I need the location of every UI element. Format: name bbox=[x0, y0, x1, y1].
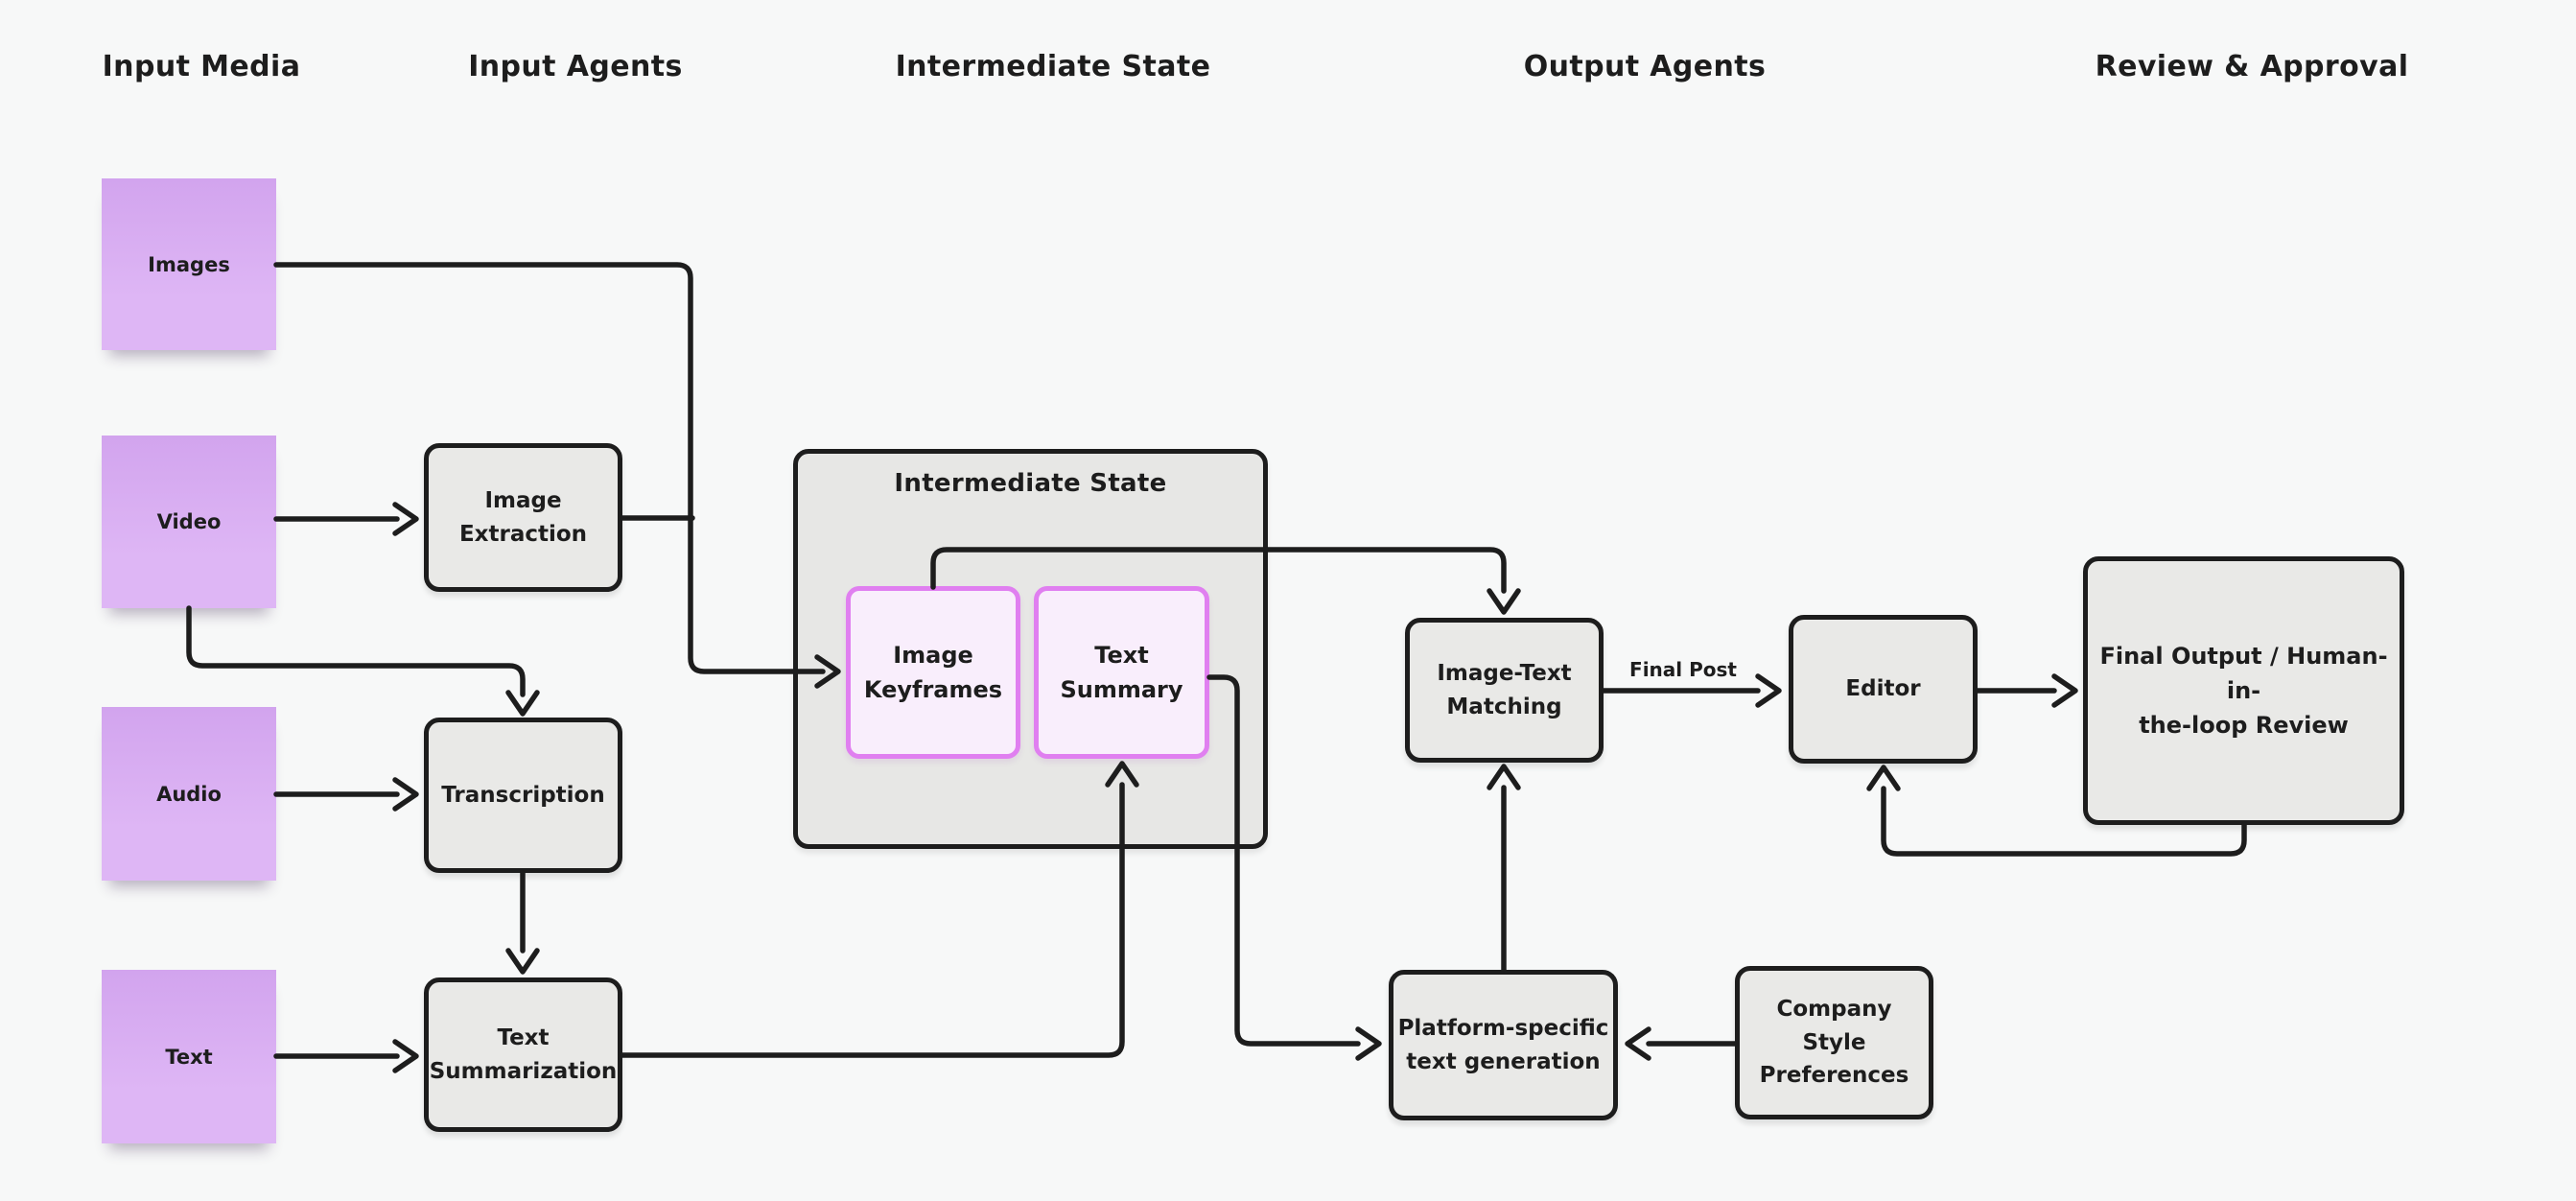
edge-label-final-post: Final Post bbox=[1629, 658, 1737, 681]
heading-input-media: Input Media bbox=[102, 50, 301, 83]
edge-images-to-image-keyframes[interactable] bbox=[273, 262, 841, 689]
sticky-video-label: Video bbox=[156, 510, 222, 533]
edge-video-to-image-extraction[interactable] bbox=[273, 502, 419, 536]
edge-image-keyframes-to-image-text-matching[interactable] bbox=[930, 547, 1521, 615]
node-platform-specific-text-generation[interactable]: Platform-specific text generation bbox=[1389, 970, 1618, 1120]
node-final-output-label: Final Output / Human-in- the-loop Review bbox=[2099, 643, 2388, 739]
edge-transcription-to-text-summarization[interactable] bbox=[505, 870, 540, 975]
node-company-style-preferences[interactable]: Company Style Preferences bbox=[1735, 966, 1933, 1119]
node-platform-specific-label: Platform-specific text generation bbox=[1397, 1016, 1609, 1074]
edge-text-summary-to-platform-specific[interactable] bbox=[1206, 674, 1382, 1061]
edge-company-style-to-platform-specific[interactable] bbox=[1625, 1026, 1738, 1061]
sticky-audio[interactable]: Audio bbox=[102, 707, 276, 881]
edge-final-output-to-editor[interactable] bbox=[1866, 765, 2247, 857]
node-transcription-label: Transcription bbox=[441, 782, 605, 808]
node-editor[interactable]: Editor bbox=[1789, 615, 1978, 764]
node-text-summarization[interactable]: Text Summarization bbox=[424, 977, 622, 1132]
edge-image-text-matching-to-editor[interactable] bbox=[1601, 673, 1782, 708]
sticky-text[interactable]: Text bbox=[102, 970, 276, 1143]
edge-editor-to-final-output[interactable] bbox=[1975, 673, 2078, 708]
sticky-audio-label: Audio bbox=[156, 782, 222, 806]
edge-platform-specific-to-image-text-matching[interactable] bbox=[1487, 764, 1521, 973]
node-transcription[interactable]: Transcription bbox=[424, 718, 622, 873]
sticky-text-label: Text bbox=[165, 1045, 213, 1069]
node-text-summary-label: Text Summary bbox=[1060, 642, 1183, 703]
node-image-keyframes-label: Image Keyframes bbox=[863, 642, 1003, 703]
sticky-images-label: Images bbox=[148, 252, 230, 276]
sticky-video[interactable]: Video bbox=[102, 436, 276, 608]
node-image-text-matching[interactable]: Image-Text Matching bbox=[1405, 618, 1604, 763]
node-image-extraction-label: Image Extraction bbox=[458, 488, 588, 547]
node-image-extraction[interactable]: Image Extraction bbox=[424, 443, 622, 592]
intermediate-state-container-label: Intermediate State bbox=[894, 469, 1167, 498]
heading-intermediate-state: Intermediate State bbox=[895, 50, 1211, 83]
edge-video-to-transcription[interactable] bbox=[186, 605, 540, 717]
node-image-keyframes[interactable]: Image Keyframes bbox=[846, 586, 1020, 759]
heading-input-agents: Input Agents bbox=[468, 50, 683, 83]
edge-text-to-text-summarization[interactable] bbox=[273, 1039, 419, 1073]
edge-audio-to-transcription[interactable] bbox=[273, 777, 419, 812]
node-image-text-matching-label: Image-Text Matching bbox=[1437, 661, 1572, 719]
node-text-summarization-label: Text Summarization bbox=[429, 1025, 618, 1084]
sticky-images[interactable]: Images bbox=[102, 178, 276, 350]
edge-text-summarization-to-text-summary[interactable] bbox=[620, 761, 1139, 1058]
node-editor-label: Editor bbox=[1845, 676, 1921, 702]
heading-output-agents: Output Agents bbox=[1523, 50, 1767, 83]
node-text-summary[interactable]: Text Summary bbox=[1034, 586, 1209, 759]
node-final-output-review[interactable]: Final Output / Human-in- the-loop Review bbox=[2083, 556, 2404, 825]
heading-review-approval: Review & Approval bbox=[2095, 50, 2409, 83]
node-company-style-label: Company Style Preferences bbox=[1759, 997, 1909, 1089]
